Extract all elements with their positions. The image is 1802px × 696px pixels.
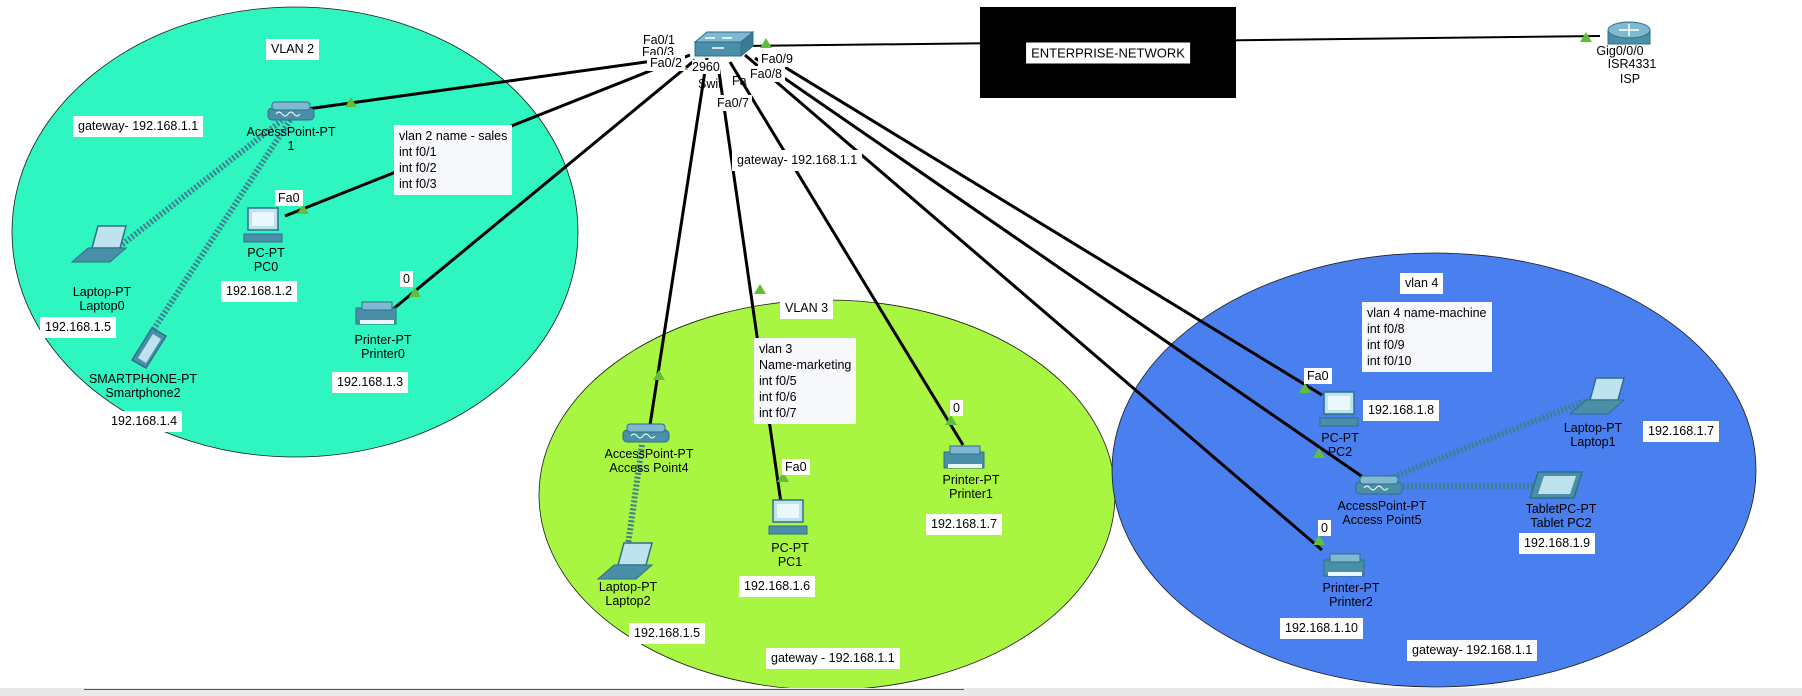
laptop1-ip: 192.168.1.7 xyxy=(1643,421,1720,442)
router-name-label: ISP xyxy=(1619,72,1641,86)
link-switch-printer0[interactable] xyxy=(391,58,696,312)
link-switch-ap1[interactable] xyxy=(299,58,661,112)
printer2-ip: 192.168.1.10 xyxy=(1280,618,1363,639)
wireless-ap5-laptop1 xyxy=(1388,397,1590,481)
link-switch-ap5[interactable] xyxy=(754,56,1371,484)
switch-port-label: Fa0/9 xyxy=(758,51,796,67)
laptop-icon[interactable] xyxy=(70,225,128,263)
switch-type-label: 2960 xyxy=(692,60,720,74)
link-indicator xyxy=(777,472,789,482)
vlan4-gateway: gateway- 192.168.1.1 xyxy=(1407,640,1538,661)
printer1-ip: 192.168.1.7 xyxy=(926,514,1003,535)
access-point-icon[interactable] xyxy=(267,101,315,121)
switch-name-label: Swit xyxy=(698,77,722,91)
pc-icon[interactable] xyxy=(768,499,808,535)
link-switch-printer2[interactable] xyxy=(744,53,1323,552)
link-indicator xyxy=(760,38,772,48)
link-indicator xyxy=(345,97,357,107)
printer2-port-label: 0 xyxy=(1318,520,1331,536)
scrollbar-thumb[interactable] xyxy=(84,689,964,690)
link-switch-printer1[interactable] xyxy=(728,61,965,446)
laptop0-ip: 192.168.1.5 xyxy=(40,317,117,338)
wireless-ap1-smartphone2 xyxy=(147,118,293,337)
link-indicator xyxy=(409,287,421,297)
vlan2-gateway: gateway- 192.168.1.1 xyxy=(73,116,204,137)
router-type-label: ISR4331 xyxy=(1607,57,1657,71)
pc1-ip: 192.168.1.6 xyxy=(739,576,816,597)
switch-port-label: Fa0/7 xyxy=(714,95,752,111)
printer-icon[interactable] xyxy=(1323,553,1365,577)
pc2-port-label: Fa0 xyxy=(1304,368,1332,384)
smartphone-icon[interactable] xyxy=(130,326,168,370)
link-switch-ap4[interactable] xyxy=(648,57,709,426)
switch-port-label: Fa0/8 xyxy=(747,66,785,82)
tablet-icon[interactable] xyxy=(1528,471,1584,499)
vlan3-gateway-bottom: gateway - 192.168.1.1 xyxy=(766,648,900,669)
access-point-icon[interactable] xyxy=(1355,475,1403,495)
link-indicator xyxy=(1580,32,1592,42)
router-icon[interactable] xyxy=(1607,21,1651,45)
link-indicator xyxy=(1313,448,1325,458)
pc1-port-label: Fa0 xyxy=(782,459,810,475)
link-indicator xyxy=(754,284,766,294)
pc2-ip: 192.168.1.8 xyxy=(1363,400,1440,421)
laptop-icon[interactable] xyxy=(596,542,654,580)
printer-icon[interactable] xyxy=(355,301,397,325)
horizontal-scrollbar[interactable] xyxy=(0,688,1802,696)
laptop2-ip: 192.168.1.5 xyxy=(629,623,706,644)
tablet2-ip: 192.168.1.9 xyxy=(1519,533,1596,554)
link-indicator xyxy=(297,204,309,214)
printer-icon[interactable] xyxy=(943,445,985,469)
vlan4-title: vlan 4 xyxy=(1400,273,1444,294)
printer0-port-label: 0 xyxy=(400,271,413,287)
pc-icon[interactable] xyxy=(243,207,283,243)
smartphone2-ip: 192.168.1.4 xyxy=(106,411,183,432)
vlan2-title: VLAN 2 xyxy=(266,39,320,60)
printer0-ip: 192.168.1.3 xyxy=(332,372,409,393)
enterprise-network-label: ENTERPRISE-NETWORK xyxy=(1026,42,1190,63)
switch-icon[interactable] xyxy=(693,30,755,58)
vlan3-gateway-top: gateway- 192.168.1.1 xyxy=(732,150,863,171)
printer1-port-label: 0 xyxy=(950,400,963,416)
link-indicator xyxy=(1313,535,1325,545)
router-port-label: Gig0/0/0 xyxy=(1596,44,1644,58)
vlan3-title: VLAN 3 xyxy=(780,298,834,319)
wireless-ap4-laptop2 xyxy=(625,444,645,546)
vlan4-zone xyxy=(1111,252,1757,688)
link-indicator xyxy=(945,415,957,425)
laptop-icon[interactable] xyxy=(1568,377,1626,415)
pc-icon[interactable] xyxy=(1319,391,1359,427)
switch-port-label: Fa0/2 xyxy=(647,55,685,71)
switch-port-label: Fa0/1 xyxy=(643,33,675,47)
link-switch-pc1[interactable] xyxy=(716,64,784,511)
switch-port-label: Fa xyxy=(732,74,747,88)
link-indicator xyxy=(1299,383,1311,393)
pc0-ip: 192.168.1.2 xyxy=(221,281,298,302)
link-indicator xyxy=(653,370,665,380)
enterprise-network-box[interactable]: ENTERPRISE-NETWORK xyxy=(980,7,1236,98)
access-point-icon[interactable] xyxy=(622,423,670,443)
pc0-port-label: Fa0 xyxy=(275,190,303,206)
link-switch-pc2[interactable] xyxy=(759,50,1323,397)
